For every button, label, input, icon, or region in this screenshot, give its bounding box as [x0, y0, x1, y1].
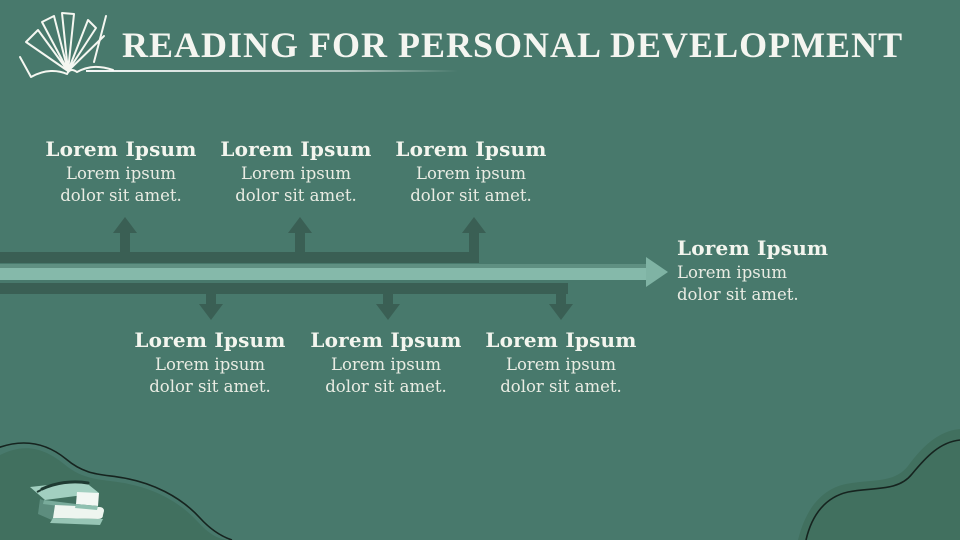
- item-heading: Lorem Ipsum: [485, 328, 637, 352]
- down-arrow-stem: [556, 293, 566, 305]
- bottom-book-cover-top: [43, 500, 76, 508]
- bottom-book-spine: [38, 499, 56, 521]
- corner-blob-left: [0, 442, 233, 540]
- pen-tip: [36, 489, 42, 493]
- up-arrow-icon: [288, 217, 312, 233]
- down-arrow-stem: [383, 293, 393, 305]
- blob-outline: [805, 439, 960, 540]
- blob-outline: [0, 442, 233, 540]
- up-arrow-stem: [120, 233, 130, 253]
- item-body-line: Lorem ipsum: [154, 355, 265, 374]
- corner-blob-right: [798, 429, 960, 540]
- timeline-item-end: Lorem Ipsum Lorem ipsum dolor sit amet.: [677, 237, 857, 305]
- up-arrow-stem: [469, 233, 479, 253]
- open-book-icon: [19, 12, 114, 78]
- item-body-line: dolor sit amet.: [677, 284, 799, 304]
- blob-shape: [798, 429, 960, 540]
- item-body-line: Lorem ipsum: [505, 355, 616, 374]
- bottom-book-cover-bottom: [50, 518, 103, 525]
- item-heading: Lorem Ipsum: [220, 137, 372, 161]
- item-body-line: Lorem ipsum: [330, 355, 441, 374]
- timeline-item-top-3: Lorem Ipsum Lorem ipsum dolor sit amet.: [376, 138, 566, 206]
- item-heading: Lorem Ipsum: [677, 236, 829, 260]
- page-title: READING FOR PERSONAL DEVELOPMENT: [122, 25, 904, 65]
- item-body-line: Lorem ipsum: [240, 164, 351, 183]
- top-book-pages: [76, 492, 99, 506]
- item-heading: Lorem Ipsum: [45, 137, 197, 161]
- timeline-item-top-1: Lorem Ipsum Lorem ipsum dolor sit amet.: [26, 138, 216, 206]
- up-arrow-icon: [113, 217, 137, 233]
- down-arrow-icon: [376, 304, 400, 320]
- pen-icon: [40, 480, 90, 491]
- item-heading: Lorem Ipsum: [134, 328, 286, 352]
- top-book-cover: [30, 481, 99, 500]
- timeline-item-top-2: Lorem Ipsum Lorem ipsum dolor sit amet.: [201, 138, 391, 206]
- item-body-line: dolor sit amet.: [500, 376, 622, 396]
- down-arrow-stem: [206, 293, 216, 305]
- timeline-lower-bar: [0, 283, 568, 294]
- blob-shape: [0, 448, 230, 540]
- item-heading: Lorem Ipsum: [310, 328, 462, 352]
- item-body-line: dolor sit amet.: [410, 185, 532, 205]
- timeline-item-bottom-2: Lorem Ipsum Lorem ipsum dolor sit amet.: [291, 329, 481, 397]
- item-body-line: dolor sit amet.: [60, 185, 182, 205]
- timeline-item-bottom-1: Lorem Ipsum Lorem ipsum dolor sit amet.: [115, 329, 305, 397]
- item-body-line: Lorem ipsum: [65, 164, 176, 183]
- timeline-upper-bar: [0, 252, 479, 263]
- title-underline: [86, 70, 458, 72]
- books-stack-illustration: [30, 480, 104, 525]
- timeline-item-bottom-3: Lorem Ipsum Lorem ipsum dolor sit amet.: [466, 329, 656, 397]
- item-body-line: dolor sit amet.: [149, 376, 271, 396]
- item-body-line: dolor sit amet.: [235, 185, 357, 205]
- top-book-cover-edge: [75, 504, 98, 510]
- up-arrow-stem: [295, 233, 305, 253]
- down-arrow-icon: [199, 304, 223, 320]
- item-body-line: Lorem ipsum: [415, 164, 526, 183]
- item-heading: Lorem Ipsum: [395, 137, 547, 161]
- up-arrow-icon: [462, 217, 486, 233]
- down-arrow-icon: [549, 304, 573, 320]
- item-body-line: dolor sit amet.: [325, 376, 447, 396]
- item-body-line: Lorem ipsum: [677, 263, 788, 282]
- bottom-book-pages: [53, 505, 104, 519]
- timeline-main-arrow: [0, 264, 646, 280]
- timeline-main-arrowhead-icon: [646, 257, 668, 287]
